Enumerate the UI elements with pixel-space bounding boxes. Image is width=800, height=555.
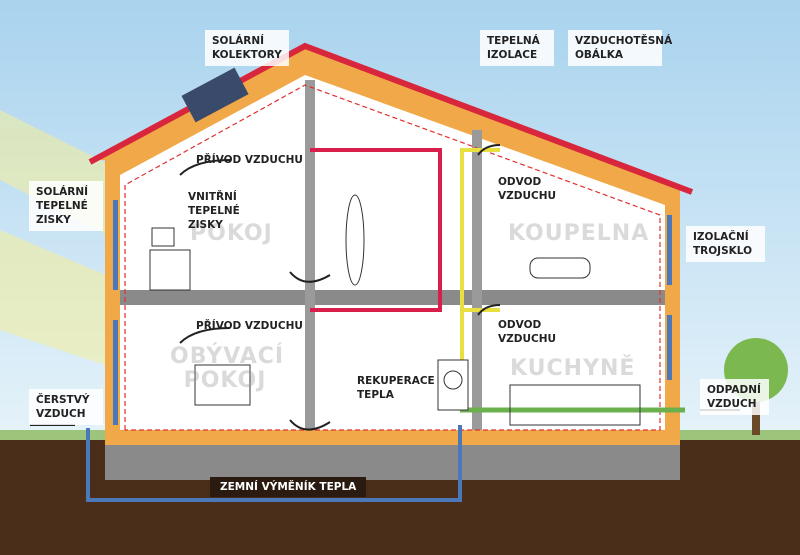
computer xyxy=(151,227,175,247)
ground-heat-exchanger-pipe xyxy=(86,425,462,502)
desk xyxy=(149,249,191,291)
label-insulation: TEPELNÁ IZOLACE xyxy=(480,30,554,66)
label-triple-glazing: IZOLAČNÍ TROJSKLO xyxy=(686,226,765,262)
label-heat-recovery: REKUPERACE TEPLA xyxy=(357,375,435,401)
label-airtight: VZDUCHOTĚSNÁ OBÁLKA xyxy=(568,30,672,66)
person xyxy=(345,194,365,286)
airflow-arrows xyxy=(30,144,740,431)
interior-wall-right xyxy=(472,130,482,430)
bathtub xyxy=(529,257,591,279)
label-supply-lower: PŘÍVOD VZDUCHU xyxy=(196,320,303,332)
airtight-envelope xyxy=(124,84,661,431)
label-fresh-air: ČERSTVÝ VZDUCH xyxy=(29,389,103,425)
window-lower-right xyxy=(667,315,672,380)
label-ground-exchanger: ZEMNÍ VÝMĚNÍK TEPLA xyxy=(210,477,367,497)
tv xyxy=(194,364,251,406)
floor-slab xyxy=(120,290,665,305)
label-supply-upper: PŘÍVOD VZDUCHU xyxy=(196,154,303,166)
label-exhaust-upper: ODVOD VZDUCHU xyxy=(498,176,557,202)
heat-exchanger-icon xyxy=(443,370,463,390)
label-waste-air: ODPADNÍ VZDUCH xyxy=(700,379,769,415)
label-internal-gains: VNITŘNÍ TEPELNÉ ZISKY xyxy=(188,191,240,231)
foundation xyxy=(105,445,680,480)
room-label-bathroom: KOUPELNA xyxy=(508,221,650,246)
window-upper-left xyxy=(113,200,118,290)
label-exhaust-lower: ODVOD VZDUCHU xyxy=(498,319,557,345)
solar-collector xyxy=(181,67,249,123)
roof xyxy=(88,42,694,195)
room-label-room: POKOJ xyxy=(190,221,273,246)
heat-recovery-unit xyxy=(437,359,469,411)
exhaust-duct xyxy=(460,148,500,400)
supply-duct xyxy=(310,148,442,312)
label-solar-collectors: SOLÁRNÍ KOLEKTORY xyxy=(205,30,289,66)
label-solar-gains: SOLÁRNÍ TEPELNÉ ZISKY xyxy=(29,181,103,231)
window-upper-right xyxy=(667,215,672,285)
interior xyxy=(120,75,665,430)
kitchen-counter xyxy=(509,384,641,426)
interior-wall-left xyxy=(305,80,315,430)
window-lower-left xyxy=(113,320,118,425)
room-label-living: OBÝVACÍ POKOJ xyxy=(170,344,285,393)
room-label-kitchen: KUCHYNĚ xyxy=(510,356,636,381)
